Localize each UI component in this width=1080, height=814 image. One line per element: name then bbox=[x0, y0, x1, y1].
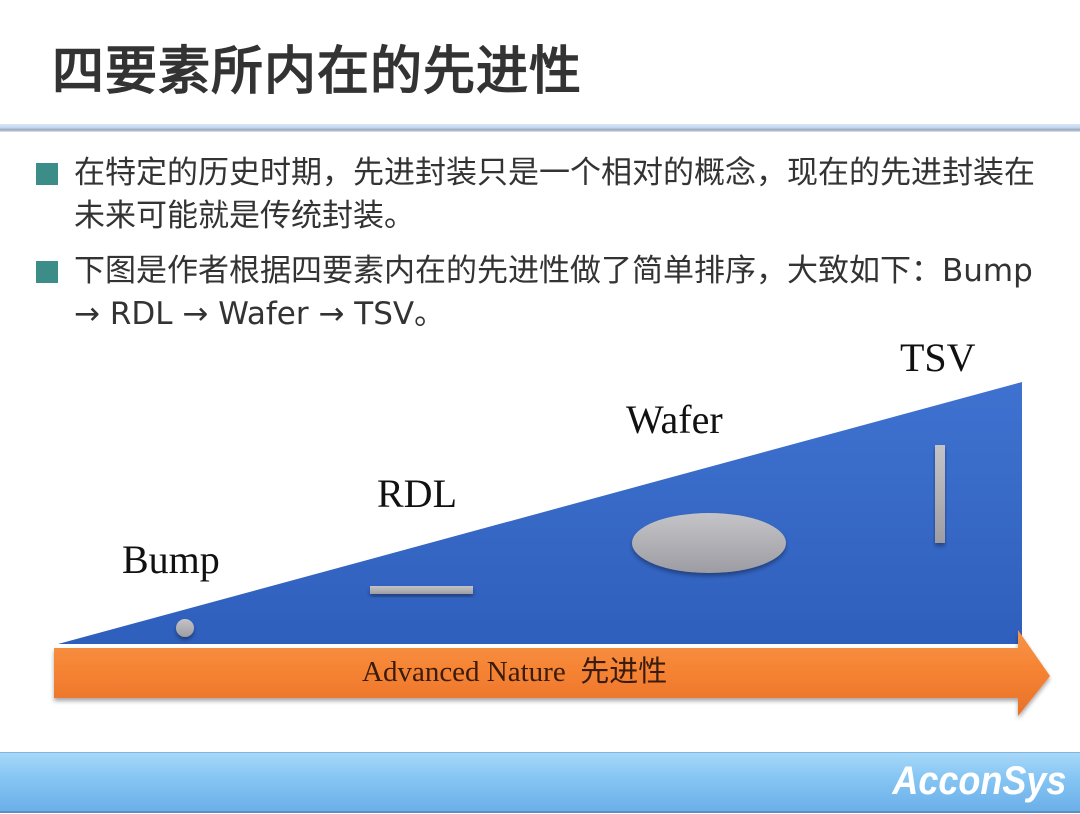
bump-label: Bump bbox=[122, 537, 220, 582]
slide-title: 四要素所内在的先进性 bbox=[52, 42, 583, 102]
bullet-text: 下图是作者根据四要素内在的先进性做了简单排序，大致如下：Bump → RDL →… bbox=[74, 253, 1033, 332]
square-bullet-icon bbox=[36, 163, 58, 185]
rdl-shape bbox=[370, 586, 473, 594]
diagram-graphics bbox=[54, 382, 1050, 716]
arrow-label: Advanced Nature 先进性 bbox=[362, 656, 668, 688]
tsv-label: TSV bbox=[900, 335, 976, 380]
advancement-triangle bbox=[58, 382, 1022, 644]
advancement-diagram: Bump RDL Wafer TSV Advanced Nature 先进性 bbox=[0, 330, 1080, 740]
wafer-shape bbox=[632, 513, 786, 573]
footer-bar: AcconSys bbox=[0, 752, 1080, 813]
bullet-item: 下图是作者根据四要素内在的先进性做了简单排序，大致如下：Bump → RDL →… bbox=[36, 250, 1056, 336]
bullet-item: 在特定的历史时期，先进封装只是一个相对的概念，现在的先进封装在未来可能就是传统封… bbox=[36, 152, 1056, 238]
rdl-label: RDL bbox=[377, 471, 457, 516]
square-bullet-icon bbox=[36, 261, 58, 283]
tsv-shape bbox=[935, 445, 945, 543]
bullet-text: 在特定的历史时期，先进封装只是一个相对的概念，现在的先进封装在未来可能就是传统封… bbox=[74, 155, 1035, 234]
advanced-nature-arrow bbox=[54, 630, 1050, 716]
bump-shape bbox=[176, 619, 194, 637]
company-logo: AcconSys bbox=[891, 759, 1066, 803]
wafer-label: Wafer bbox=[626, 397, 723, 442]
bullet-list: 在特定的历史时期，先进封装只是一个相对的概念，现在的先进封装在未来可能就是传统封… bbox=[36, 152, 1056, 348]
title-divider bbox=[0, 124, 1080, 132]
